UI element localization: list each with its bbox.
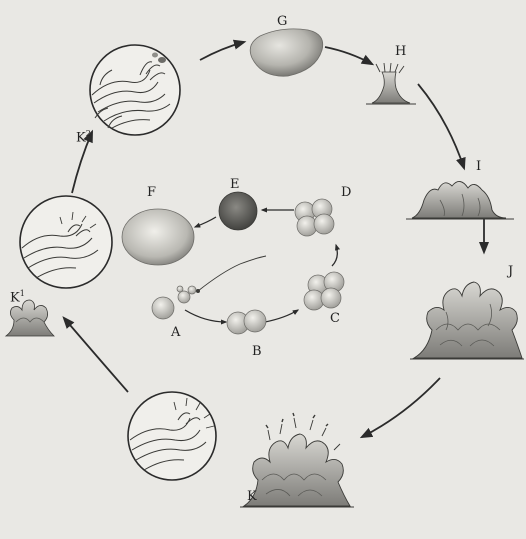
arrow-k-to-k1 bbox=[64, 318, 128, 392]
arrow-h-to-i bbox=[418, 84, 464, 168]
cleavage-d bbox=[295, 199, 334, 236]
egg-f bbox=[122, 209, 194, 265]
label-g: G bbox=[277, 15, 287, 28]
label-b: B bbox=[252, 345, 262, 358]
arrow-j-to-k bbox=[362, 378, 440, 437]
young-colony-i bbox=[406, 181, 514, 219]
label-i: I bbox=[476, 160, 481, 173]
magnified-view-k bbox=[128, 392, 216, 480]
branching-colony-j bbox=[410, 282, 524, 359]
label-j: J bbox=[508, 265, 513, 278]
arrow-c-to-d bbox=[332, 245, 337, 266]
arrow-e-to-f bbox=[195, 217, 216, 227]
label-a: A bbox=[171, 326, 180, 339]
cleavage-c bbox=[304, 272, 344, 310]
label-k2-superscript: 2 bbox=[86, 129, 91, 138]
larva-g bbox=[250, 29, 323, 76]
spawning-colony-k bbox=[240, 413, 354, 507]
small-coral-k1 bbox=[6, 300, 54, 336]
arrow-a-to-b bbox=[185, 310, 226, 322]
magnified-view-k1 bbox=[20, 196, 112, 288]
label-h: H bbox=[395, 45, 406, 58]
arrow-b-to-c bbox=[265, 310, 298, 322]
arrow-k2-to-g bbox=[200, 42, 244, 60]
label-e: E bbox=[230, 178, 240, 191]
label-k: K bbox=[247, 490, 257, 503]
magnified-view-k2 bbox=[90, 45, 180, 135]
label-k2-base: K bbox=[76, 130, 86, 145]
label-k1: K1 bbox=[10, 290, 25, 304]
two-cell-b bbox=[227, 310, 266, 334]
arrow-g-to-h bbox=[325, 47, 372, 64]
label-k1-superscript: 1 bbox=[20, 289, 25, 298]
blastula-e bbox=[219, 192, 257, 230]
label-d: D bbox=[341, 186, 351, 199]
gametes-a bbox=[152, 256, 266, 319]
label-k2: K2 bbox=[76, 130, 91, 144]
label-k1-base: K bbox=[10, 290, 20, 305]
label-f: F bbox=[147, 186, 156, 199]
label-c: C bbox=[330, 312, 340, 325]
settled-polyp-h bbox=[366, 63, 416, 104]
